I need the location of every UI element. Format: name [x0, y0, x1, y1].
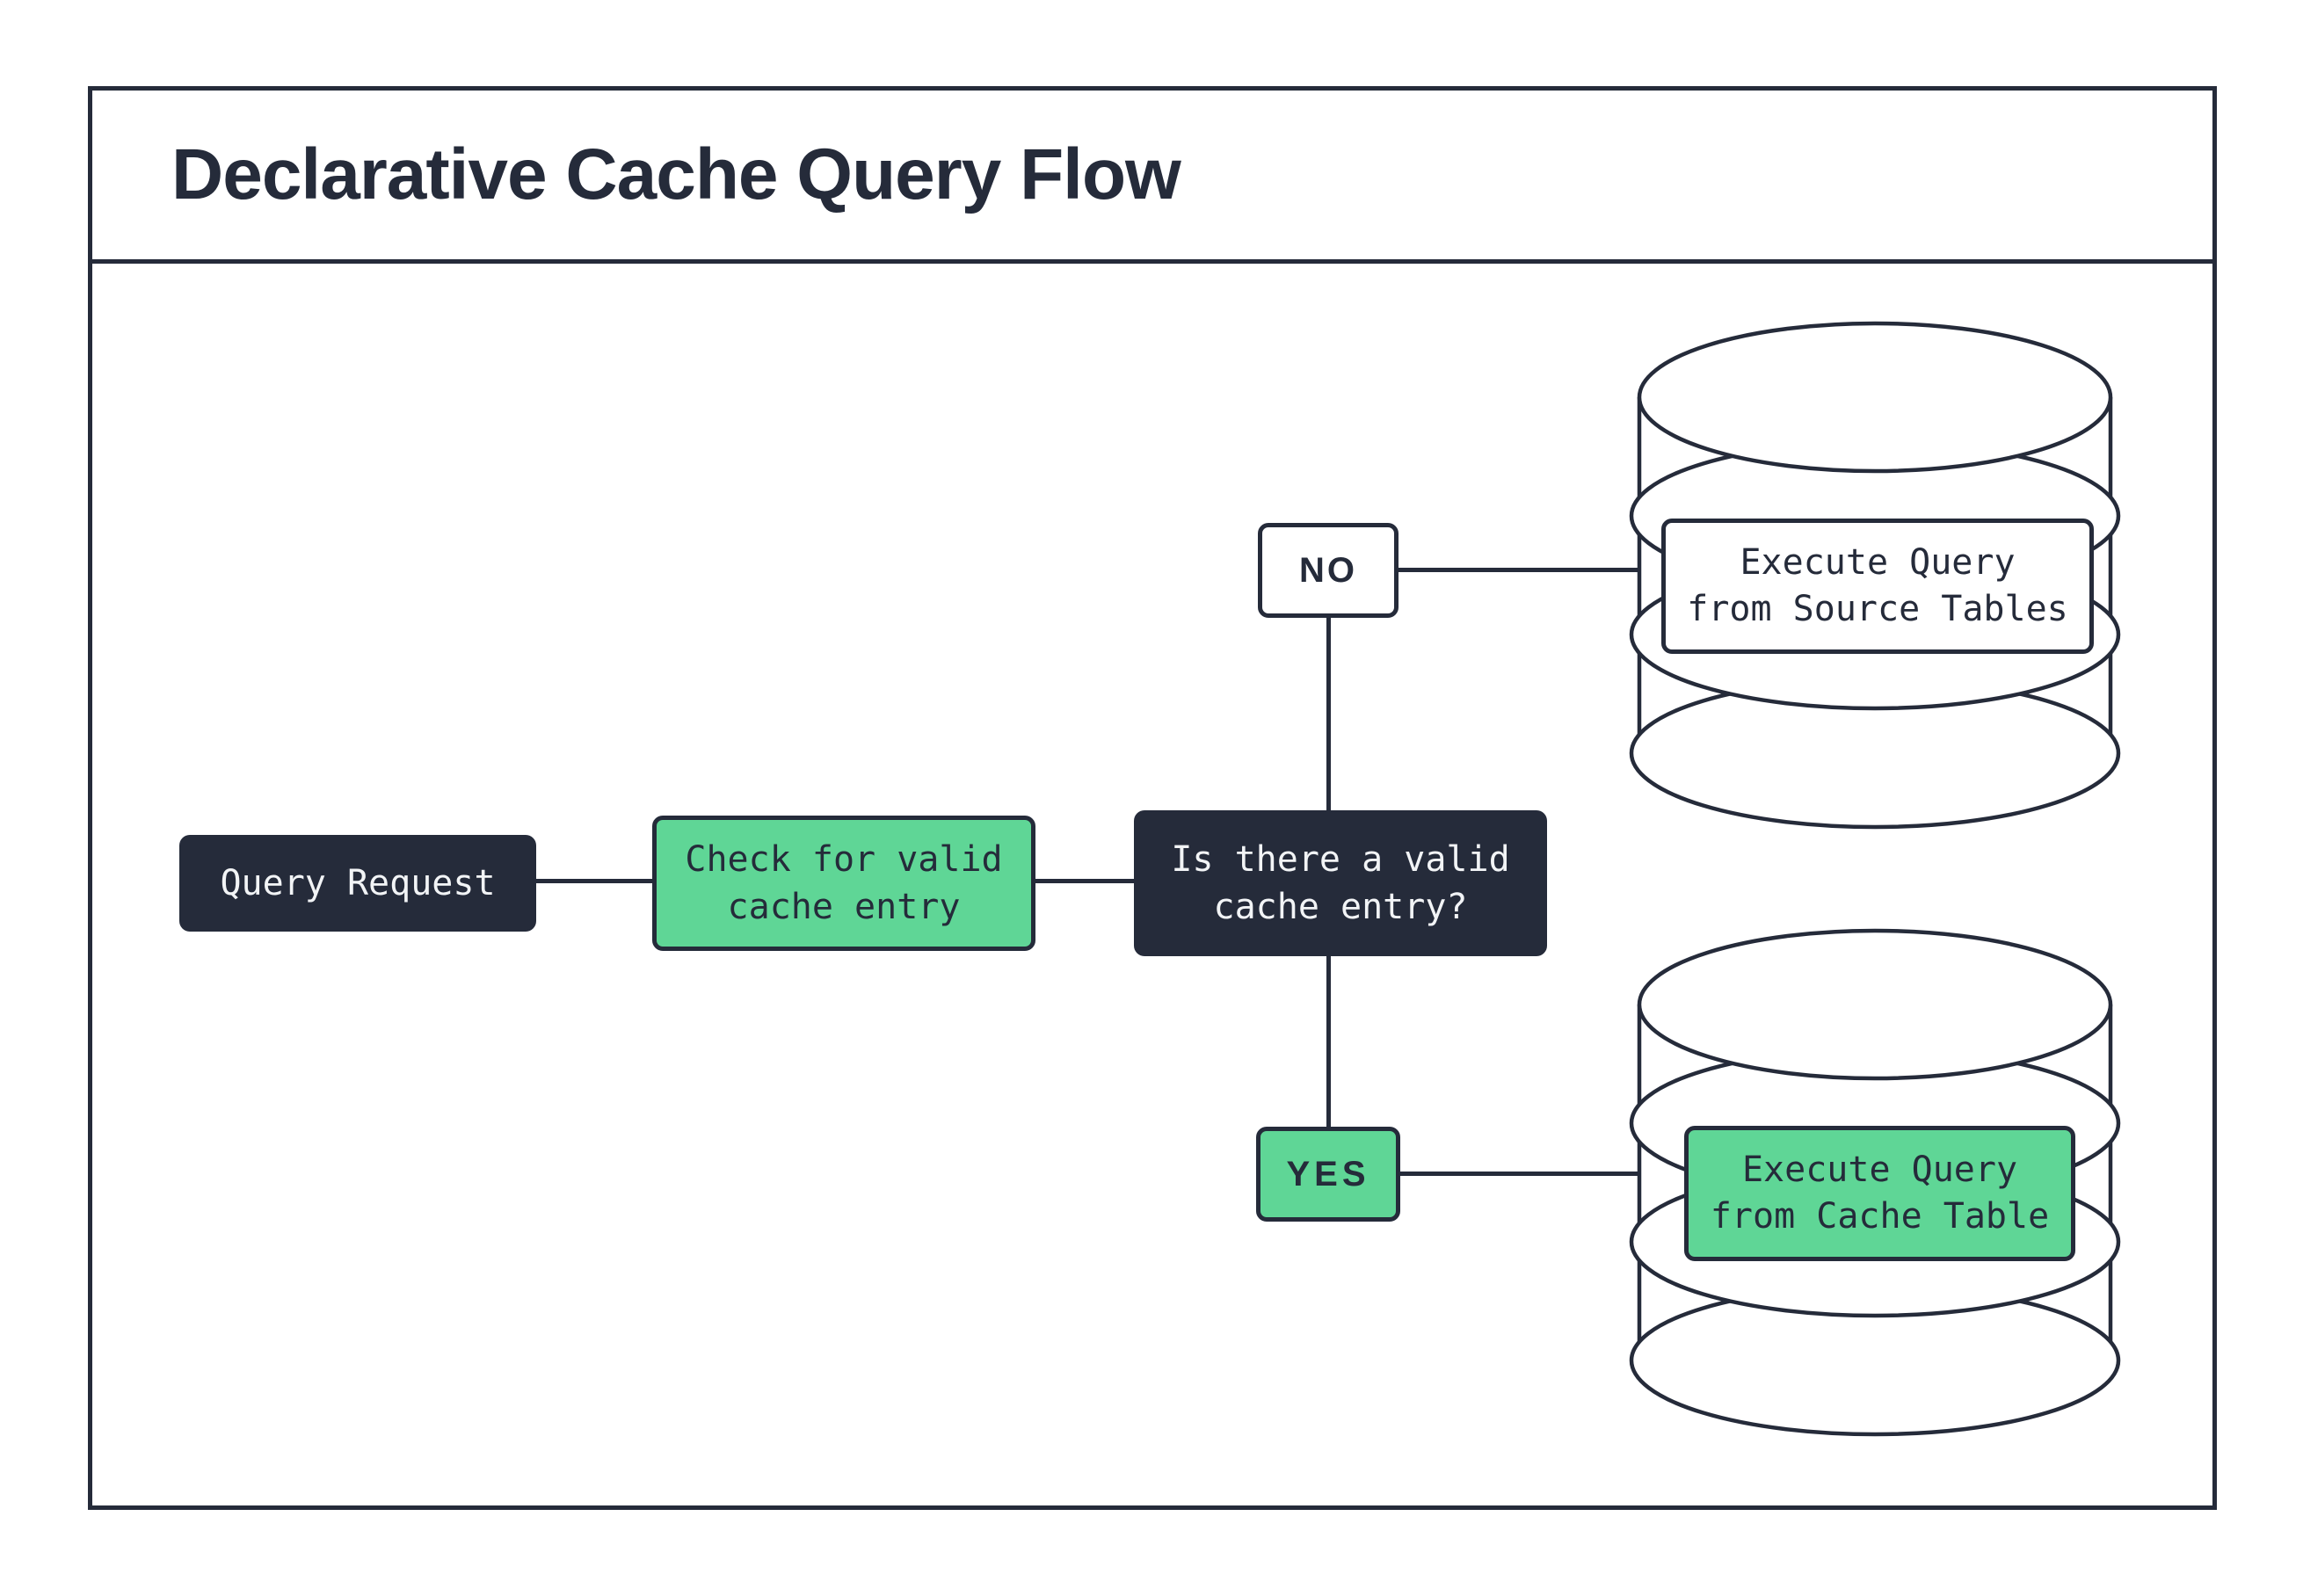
node-decision-line1: Is there a valid — [1171, 839, 1510, 880]
node-execute-cache-line2: from Cache Table — [1710, 1196, 2050, 1237]
node-check-cache-line1: Check for valid — [685, 839, 1003, 880]
branch-no-box: NO — [1258, 523, 1399, 618]
connector-no-to-source-db — [1399, 568, 1640, 572]
node-execute-source-line2: from Source Tables — [1687, 589, 2068, 629]
node-query-request-label: Query Request — [220, 863, 496, 903]
node-check-cache: Check for valid cache entry — [652, 816, 1035, 951]
connector-query-to-check — [536, 879, 652, 883]
database-cylinder-icon-source — [1629, 321, 2121, 830]
node-execute-source-line1: Execute Query — [1740, 542, 2016, 583]
page-title: Declarative Cache Query Flow — [171, 134, 1181, 214]
node-check-cache-line2: cache entry — [727, 887, 961, 927]
title-bar: Declarative Cache Query Flow — [88, 86, 2217, 264]
node-decision-line2: cache entry? — [1213, 887, 1468, 927]
node-execute-cache-table: Execute Query from Cache Table — [1684, 1126, 2075, 1261]
branch-no-label: NO — [1299, 550, 1357, 590]
node-query-request: Query Request — [179, 835, 536, 932]
connector-decision-to-yes — [1326, 956, 1331, 1127]
node-decision-valid-cache: Is there a valid cache entry? — [1134, 810, 1547, 956]
branch-yes-label: YES — [1286, 1154, 1370, 1193]
connector-check-to-decision — [1035, 879, 1134, 883]
connector-yes-to-cache-db — [1400, 1172, 1640, 1176]
node-execute-cache-line1: Execute Query — [1741, 1150, 2018, 1190]
node-execute-source-tables: Execute Query from Source Tables — [1661, 519, 2094, 654]
branch-yes-box: YES — [1256, 1127, 1400, 1222]
connector-decision-to-no — [1326, 618, 1331, 810]
